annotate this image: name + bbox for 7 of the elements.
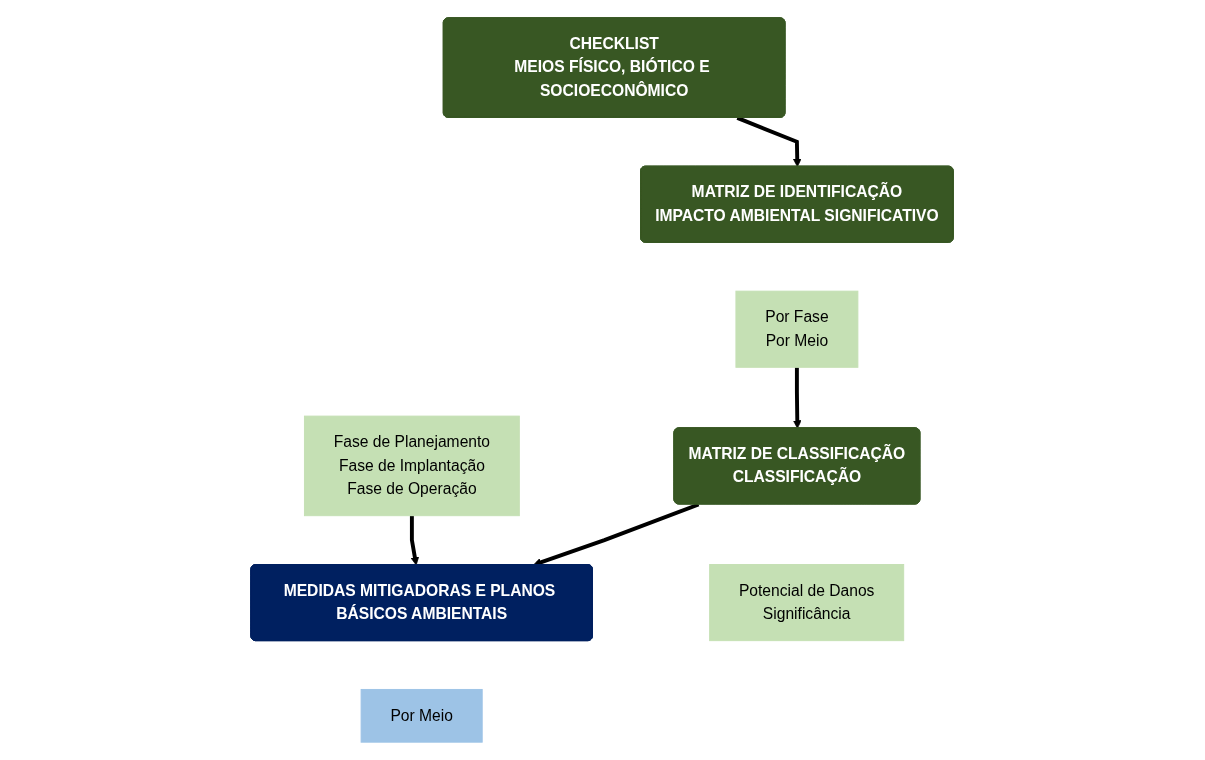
arrow [737,116,802,168]
node-box: Potencial de Danos Significância [709,564,905,642]
arrow [793,367,803,429]
node-box: Fase de Planejamento Fase de Implantação Fase de Operação [304,415,521,517]
node-box: Por Meio [361,688,484,743]
node-box: Por Fase Por Meio [735,290,859,368]
arrow [410,515,420,566]
